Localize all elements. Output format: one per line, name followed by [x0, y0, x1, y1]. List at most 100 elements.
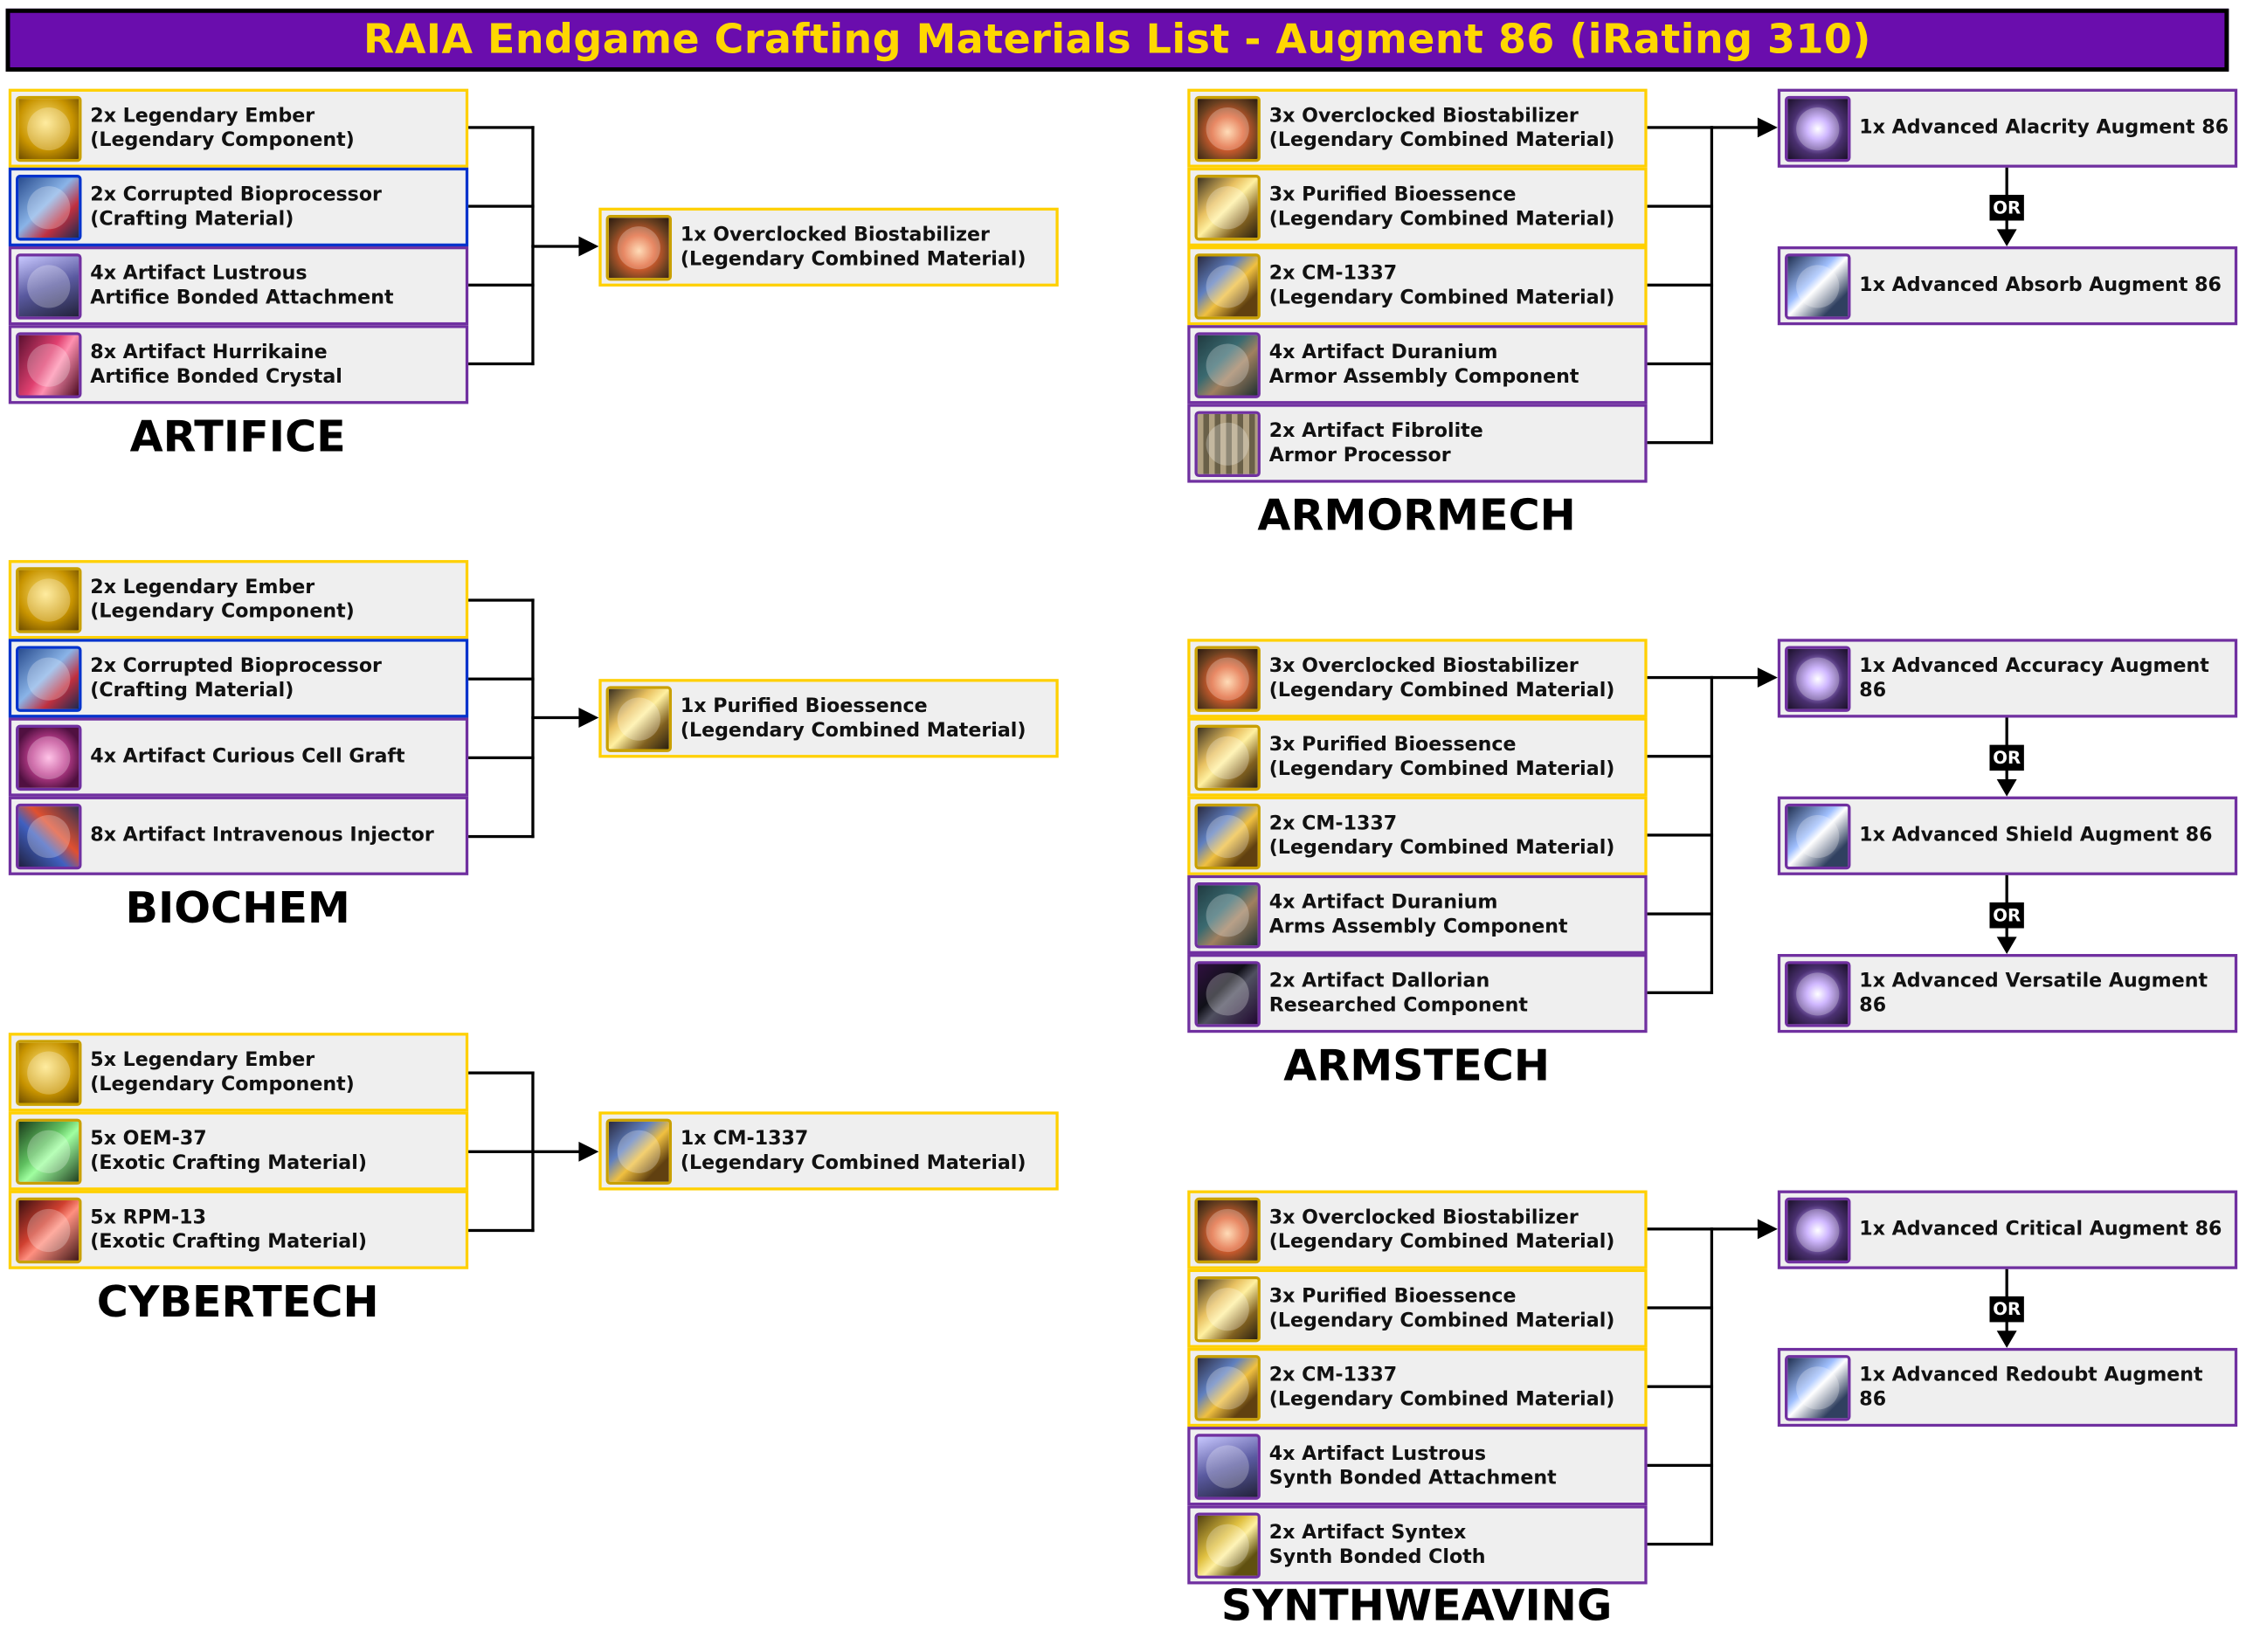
synthweaving-input-cm-1337: 2x CM-1337(Legendary Combined Material)	[1187, 1347, 1648, 1427]
connector	[1710, 126, 1759, 129]
connector	[1647, 126, 1714, 129]
connector	[1710, 675, 1759, 680]
connector	[1710, 1227, 1759, 1231]
item-label: 1x Advanced Redoubt Augment 86	[1859, 1363, 2203, 1411]
arrow-down-icon	[1996, 229, 2017, 247]
fibrolite-processor-icon	[1194, 410, 1261, 477]
connector	[1647, 1542, 1714, 1546]
accuracy-augment-icon	[1785, 645, 1851, 712]
rpm-13-icon	[16, 1196, 82, 1263]
overclocked-biostabilizer-icon	[1194, 645, 1261, 712]
item-label: 2x CM-1337(Legendary Combined Material)	[1268, 812, 1615, 859]
section-title-biochem: BIOCHEM	[125, 883, 350, 935]
item-label: 3x Overclocked Biostabilizer(Legendary C…	[1268, 104, 1615, 151]
item-label: 2x CM-1337(Legendary Combined Material)	[1268, 1363, 1615, 1411]
connector	[531, 715, 581, 720]
legendary-ember-icon	[16, 95, 82, 162]
section-title-artifice: ARTIFICE	[129, 412, 346, 463]
oem-37-icon	[16, 1117, 82, 1185]
lustrous-attachment-icon	[1194, 1433, 1261, 1499]
connector	[1647, 675, 1714, 680]
armormech-output-absorb: 1x Advanced Absorb Augment 86	[1777, 246, 2238, 326]
connector	[1710, 675, 1714, 994]
item-label: 2x Corrupted Bioprocessor(Crafting Mater…	[90, 654, 382, 702]
alacrity-augment-icon	[1785, 95, 1851, 162]
arrow-right-icon	[1757, 667, 1778, 688]
connector	[468, 283, 535, 287]
shield-augment-icon	[1785, 803, 1851, 869]
connector	[468, 756, 535, 760]
item-label: 2x Legendary Ember(Legendary Component)	[90, 576, 355, 623]
synthweaving-input-bioessence: 3x Purified Bioessence(Legendary Combine…	[1187, 1268, 1648, 1348]
cybertech-output-cm-1337: 1x CM-1337(Legendary Combined Material)	[598, 1111, 1059, 1191]
biochem-output-bioessence: 1x Purified Bioessence(Legendary Combine…	[598, 679, 1059, 758]
item-label: 1x Overclocked Biostabilizer(Legendary C…	[680, 223, 1026, 271]
item-label: 3x Overclocked Biostabilizer(Legendary C…	[1268, 1206, 1615, 1253]
connector	[1647, 991, 1714, 994]
armormech-input-biostabilizer: 3x Overclocked Biostabilizer(Legendary C…	[1187, 88, 1648, 168]
armormech-output-alacrity: 1x Advanced Alacrity Augment 86	[1777, 88, 2238, 168]
duranium-component-icon	[1194, 331, 1261, 398]
connector	[1647, 912, 1714, 916]
armstech-input-bioessence: 3x Purified Bioessence(Legendary Combine…	[1187, 717, 1648, 797]
cm-1337-icon	[1194, 1354, 1261, 1420]
corrupted-bioprocessor-icon	[16, 174, 82, 240]
overclocked-biostabilizer-icon	[1194, 1196, 1261, 1263]
redoubt-augment-icon	[1785, 1354, 1851, 1420]
item-label: 5x Legendary Ember(Legendary Component)	[90, 1048, 355, 1096]
item-label: 3x Purified Bioessence(Legendary Combine…	[1268, 733, 1615, 780]
section-title-armstech: ARMSTECH	[1283, 1041, 1550, 1092]
item-label: 4x Artifact Curious Cell Graft	[90, 745, 405, 769]
connector	[468, 598, 535, 602]
item-label: 3x Overclocked Biostabilizer(Legendary C…	[1268, 654, 1615, 702]
connector	[531, 1150, 581, 1153]
versatile-augment-icon	[1785, 960, 1851, 1026]
arrow-down-icon	[1996, 778, 2017, 797]
item-label: 1x Advanced Shield Augment 86	[1859, 824, 2213, 847]
arrow-right-icon	[1757, 117, 1778, 138]
arrow-down-icon	[1996, 1331, 2017, 1348]
biochem-input-curious-cell-graft: 4x Artifact Curious Cell Graft	[8, 717, 469, 797]
item-label: 2x CM-1337(Legendary Combined Material)	[1268, 262, 1615, 309]
arrow-right-icon	[578, 236, 599, 257]
item-label: 1x CM-1337(Legendary Combined Material)	[680, 1127, 1026, 1174]
artifice-input-legendary-ember: 2x Legendary Ember(Legendary Component)	[8, 88, 469, 168]
or-badge: OR	[1989, 194, 2024, 221]
connector	[1647, 1306, 1714, 1310]
absorb-augment-icon	[1785, 252, 1851, 319]
section-title-cybertech: CYBERTECH	[96, 1277, 379, 1328]
connector	[1647, 204, 1714, 208]
item-label: 1x Advanced Absorb Augment 86	[1859, 273, 2222, 297]
item-label: 3x Purified Bioessence(Legendary Combine…	[1268, 1284, 1615, 1332]
biochem-input-corrupted-bioprocessor: 2x Corrupted Bioprocessor(Crafting Mater…	[8, 639, 469, 718]
cybertech-input-legendary-ember: 5x Legendary Ember(Legendary Component)	[8, 1033, 469, 1112]
connector	[1647, 362, 1714, 366]
injector-icon	[16, 803, 82, 869]
cell-graft-icon	[16, 723, 82, 791]
purified-bioessence-icon	[1194, 174, 1261, 240]
cm-1337-icon	[1194, 803, 1261, 869]
connector	[1710, 126, 1714, 445]
section-title-synthweaving: SYNTHWEAVING	[1220, 1581, 1613, 1632]
artifice-input-corrupted-bioprocessor: 2x Corrupted Bioprocessor(Crafting Mater…	[8, 167, 469, 247]
cybertech-input-rpm-13: 5x RPM-13(Exotic Crafting Material)	[8, 1190, 469, 1269]
item-label: 5x OEM-37(Exotic Crafting Material)	[90, 1127, 367, 1174]
connector	[1647, 1385, 1714, 1388]
overclocked-biostabilizer-icon	[605, 214, 673, 280]
connector	[1647, 1463, 1714, 1468]
item-label: 3x Purified Bioessence(Legendary Combine…	[1268, 183, 1615, 231]
item-label: 1x Purified Bioessence(Legendary Combine…	[680, 695, 1026, 742]
or-badge: OR	[1989, 1296, 2024, 1323]
connector	[468, 677, 535, 681]
